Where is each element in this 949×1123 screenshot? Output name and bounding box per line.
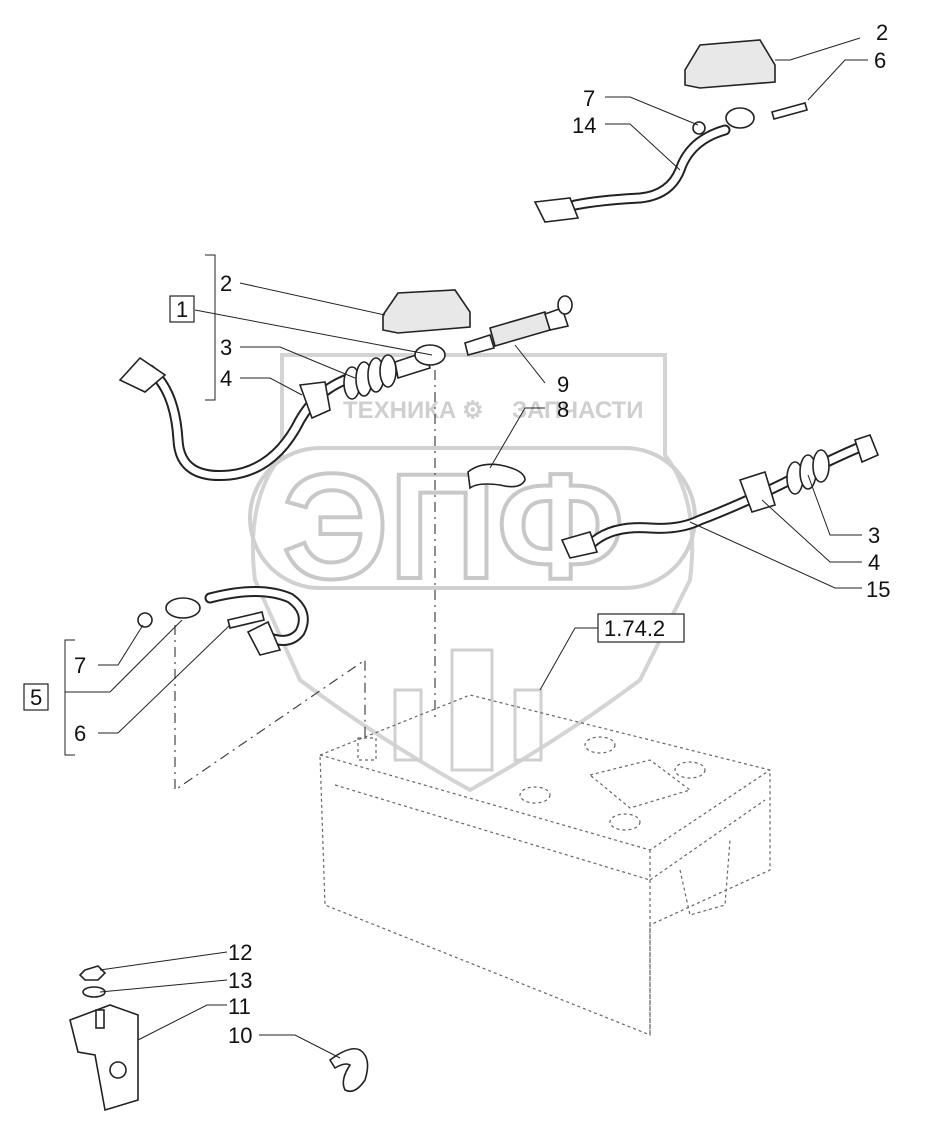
cable-assembly-group-5 [137, 586, 309, 656]
bolt-5 [227, 611, 265, 629]
watermark-gear-icon: ⚙ [462, 397, 484, 424]
reference-box [597, 613, 685, 643]
watermark-text-right: ЗАПЧАСТИ [512, 397, 644, 424]
callout-top-7: 7 [583, 86, 595, 111]
callout-group1-4: 4 [220, 366, 232, 391]
bolt-top [771, 102, 808, 120]
cable-assembly-right [560, 434, 880, 559]
top-assembly [533, 39, 808, 223]
nut-top [692, 121, 706, 135]
callout-8: 8 [557, 397, 569, 422]
callout-right-4: 4 [868, 550, 880, 575]
nut-5 [137, 612, 153, 628]
watermark-logo-letters: ЭПФ [282, 442, 625, 610]
watermark-pillars [393, 648, 543, 772]
clip-10 [328, 1047, 369, 1093]
terminal-lug-main [118, 356, 167, 393]
cable-assembly-group-1 [118, 289, 573, 490]
callout-reference: 1.74.2 [604, 616, 665, 641]
callout-right-15: 15 [866, 577, 890, 602]
clamp-strap-right [738, 470, 776, 513]
callout-top-2: 2 [876, 20, 888, 45]
callout-11: 11 [228, 994, 251, 1019]
callout-9: 9 [557, 372, 569, 397]
callout-group-5: 5 [30, 685, 42, 710]
leader-lines [64, 37, 868, 1059]
callout-top-6: 6 [874, 48, 886, 73]
cable-boot-right [786, 449, 830, 495]
terminal-lug-5 [246, 620, 282, 656]
bracket-11 [69, 1004, 139, 1112]
callout-group5-7: 7 [74, 653, 86, 678]
battery-clamp-top [725, 107, 755, 129]
terminal-lug-right [560, 531, 599, 559]
terminal-cover-main [382, 289, 471, 334]
callout-13: 13 [228, 968, 252, 993]
clamp-strap-main [298, 381, 331, 420]
battery [319, 694, 771, 1036]
callout-group1-3: 3 [220, 335, 232, 360]
callout-group1-2: 2 [220, 271, 232, 296]
threaded-bolt [464, 295, 573, 356]
group-5-box [23, 683, 49, 711]
cable-tie-8 [467, 463, 526, 490]
callout-group5-6: 6 [74, 721, 86, 746]
callouts: 2 6 7 14 1 2 3 4 9 8 3 4 15 1.74.2 5 7 6… [23, 20, 890, 1048]
terminal-lug-top [533, 197, 580, 223]
callout-top-14: 14 [572, 113, 596, 138]
watermark-text-left: ТЕХНИКА [343, 397, 456, 424]
battery-clamp-5 [165, 597, 201, 619]
battery-body [319, 694, 771, 1036]
centerlines [174, 370, 436, 792]
battery-handle [679, 839, 731, 916]
callout-10: 10 [228, 1023, 252, 1048]
callout-group-1: 1 [176, 297, 188, 322]
watermark: ТЕХНИКА ⚙ ЗАПЧАСТИ ЭПФ [248, 353, 697, 793]
group-1-box [169, 295, 195, 323]
terminal-cover-top [684, 39, 776, 89]
bottom-parts [69, 965, 369, 1112]
callout-12: 12 [228, 940, 252, 965]
cable-boot-main [343, 354, 397, 400]
callout-right-3: 3 [868, 523, 880, 548]
nut-12 [78, 965, 107, 981]
